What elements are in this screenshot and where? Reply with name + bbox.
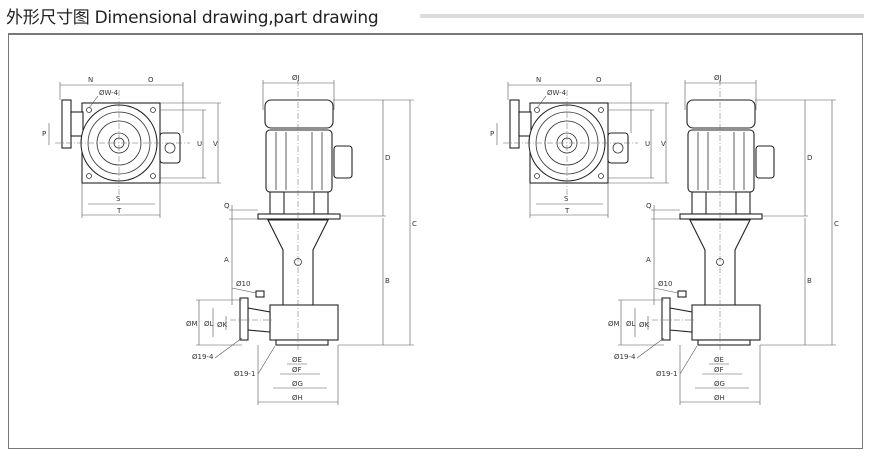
dim-label-k: ØK <box>639 321 650 329</box>
dim-label-e: ØE <box>292 356 302 364</box>
dim-label-b: B <box>807 277 812 285</box>
dim-label-l: ØL <box>626 320 636 328</box>
dim-label-d: D <box>385 154 390 162</box>
outlet-flange <box>661 297 671 341</box>
dim-label-h: ØH <box>292 394 303 402</box>
top-view: N O ØW-4 U V P S T <box>490 76 669 218</box>
pump-casing <box>691 304 761 341</box>
dim-label-bolt1: Ø19-1 <box>656 370 677 378</box>
section-title: 外形尺寸图 Dimensional drawing,part drawing <box>6 8 379 28</box>
dim-label-u: U <box>645 140 650 148</box>
dim-label-h: ØH <box>714 394 725 402</box>
motor-body <box>687 129 755 193</box>
dim-label-hole: Ø10 <box>658 280 672 288</box>
pump-drawing: N O ØW-4 U V P S T <box>42 74 417 405</box>
dim-label-t: T <box>564 207 570 215</box>
dim-label-m: ØM <box>608 320 620 328</box>
dim-label-s: S <box>564 195 569 203</box>
dim-label-e: ØE <box>714 356 724 364</box>
title-divider <box>420 14 864 18</box>
outlet-flange <box>509 99 520 149</box>
dim-label-c: C <box>834 220 839 228</box>
dim-label-bolt1: Ø19-1 <box>234 370 255 378</box>
terminal-box <box>159 132 181 164</box>
motor-body <box>265 129 333 193</box>
drawing-frame <box>8 33 863 449</box>
mounting-plate <box>679 213 763 220</box>
dim-label-v: V <box>213 140 218 148</box>
dim-label-j: ØJ <box>714 74 722 82</box>
dim-label-p: P <box>42 130 46 138</box>
dim-label-s: S <box>116 195 121 203</box>
outlet-flange <box>239 297 249 341</box>
fan-cover <box>264 99 334 129</box>
dim-label-v: V <box>661 140 666 148</box>
pump-drawing: N O ØW-4 U V P S T <box>490 74 839 405</box>
dim-label-w: ØW-4 <box>99 89 119 97</box>
dim-label-bolt4: Ø19-4 <box>614 353 636 361</box>
suction-flange <box>275 339 329 346</box>
outlet-neck <box>518 111 532 137</box>
vent-port <box>677 290 687 298</box>
dim-label-j: ØJ <box>292 74 300 82</box>
dim-label-f: ØF <box>714 366 724 374</box>
dim-label-hole: Ø10 <box>236 280 250 288</box>
fan-cover <box>686 99 756 129</box>
dim-label-n: N <box>536 76 541 84</box>
dim-label-u: U <box>197 140 202 148</box>
side-view: ØJ D B C Q A Ø10 ØM ØL ØK Ø19-4 Ø19-1 <box>186 74 417 405</box>
dim-label-p: P <box>490 130 494 138</box>
dim-label-m: ØM <box>186 320 198 328</box>
outlet-flange <box>61 99 72 149</box>
vent-port <box>255 290 265 298</box>
dim-label-b: B <box>385 277 390 285</box>
pump-casing <box>269 304 339 341</box>
dim-label-q: Q <box>224 202 230 210</box>
dim-label-w: ØW-4 <box>547 89 567 97</box>
terminal-box <box>333 145 353 179</box>
side-view: ØJ D B C Q A Ø10 ØM ØL ØK Ø19-4 Ø19-1 <box>608 74 839 405</box>
suction-flange <box>697 339 751 346</box>
dim-label-c: C <box>412 220 417 228</box>
dim-label-a: A <box>224 256 229 264</box>
dim-label-g: ØG <box>714 380 725 388</box>
dim-label-o: O <box>596 76 602 84</box>
dim-label-l: ØL <box>204 320 214 328</box>
top-view: N O ØW-4 U V P S T <box>42 76 221 218</box>
mounting-plate <box>257 213 341 220</box>
dim-label-g: ØG <box>292 380 303 388</box>
dim-label-bolt4: Ø19-4 <box>192 353 214 361</box>
terminal-box <box>607 132 629 164</box>
dim-label-o: O <box>148 76 154 84</box>
dim-label-f: ØF <box>292 366 302 374</box>
terminal-box <box>755 145 775 179</box>
dim-label-d: D <box>807 154 812 162</box>
dim-label-n: N <box>88 76 93 84</box>
dim-label-q: Q <box>646 202 652 210</box>
outlet-neck <box>70 111 84 137</box>
dim-label-t: T <box>116 207 122 215</box>
dim-label-k: ØK <box>217 321 228 329</box>
dim-label-a: A <box>646 256 651 264</box>
